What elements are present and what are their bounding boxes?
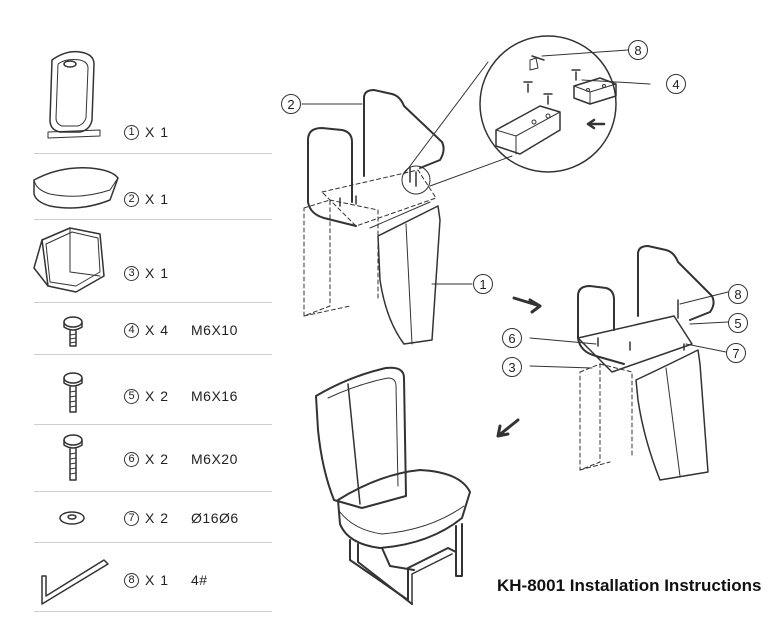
step-arrow-right — [512, 296, 542, 314]
part-row-4: 4 X 4 M6X10 — [124, 322, 238, 338]
part-number: 4 — [124, 322, 139, 338]
part-washer-icon — [59, 511, 85, 525]
callout-3: 3 — [502, 357, 522, 377]
parts-divider — [34, 611, 272, 612]
step-arrow-down-left — [496, 418, 520, 438]
part-number: 8 — [124, 572, 139, 588]
callout-7: 7 — [726, 343, 746, 363]
page-title: KH-8001 Installation Instructions — [497, 576, 762, 595]
part-row-7: 7 X 2 Ø16Ø6 — [124, 510, 239, 526]
part-row-3: 3 X 1 — [124, 265, 191, 281]
part-quantity: X 1 — [145, 572, 170, 588]
part-number: 6 — [124, 451, 139, 467]
part-bolt-m6x16-icon — [63, 372, 83, 413]
step1-drawing — [301, 61, 513, 345]
part-frame-icon — [33, 227, 105, 293]
parts-divider — [34, 424, 272, 425]
callout-8: 8 — [728, 284, 748, 304]
part-quantity: X 1 — [145, 191, 170, 207]
part-spec: M6X20 — [191, 451, 238, 467]
part-number: 1 — [124, 124, 139, 140]
callout-2: 2 — [281, 94, 301, 114]
part-spec: M6X16 — [191, 388, 238, 404]
parts-divider — [34, 302, 272, 303]
part-row-1: 1 X 1 — [124, 124, 191, 140]
part-quantity: X 2 — [145, 388, 170, 404]
parts-divider — [34, 354, 272, 355]
part-quantity: X 1 — [145, 265, 170, 281]
final-chair-drawing — [315, 366, 471, 605]
part-spec: M6X10 — [191, 322, 238, 338]
part-row-5: 5 X 2 M6X16 — [124, 388, 238, 404]
callout-8: 8 — [628, 40, 648, 60]
callout-1: 1 — [473, 274, 493, 294]
step2-drawing — [529, 245, 729, 481]
detail-zoom — [479, 35, 651, 173]
part-hex-key-icon — [41, 559, 109, 605]
part-backrest-icon — [47, 50, 101, 139]
part-spec: 4# — [191, 572, 208, 588]
parts-divider — [34, 491, 272, 492]
part-bolt-m6x20-icon — [63, 434, 83, 481]
callout-5: 5 — [728, 313, 748, 333]
part-quantity: X 1 — [145, 124, 170, 140]
part-number: 7 — [124, 510, 139, 526]
part-spec: Ø16Ø6 — [191, 510, 239, 526]
parts-divider — [34, 542, 272, 543]
callout-4: 4 — [666, 74, 686, 94]
part-row-2: 2 X 1 — [124, 191, 191, 207]
part-bolt-m6x10-icon — [63, 316, 83, 347]
part-quantity: X 2 — [145, 451, 170, 467]
part-number: 5 — [124, 388, 139, 404]
part-quantity: X 4 — [145, 322, 170, 338]
callout-6: 6 — [502, 328, 522, 348]
part-seat-icon — [33, 167, 119, 209]
part-number: 2 — [124, 191, 139, 207]
parts-divider — [34, 219, 272, 220]
part-quantity: X 2 — [145, 510, 170, 526]
part-row-8: 8 X 1 4# — [124, 572, 208, 588]
part-number: 3 — [124, 265, 139, 281]
part-row-6: 6 X 2 M6X20 — [124, 451, 238, 467]
parts-divider — [34, 153, 272, 154]
